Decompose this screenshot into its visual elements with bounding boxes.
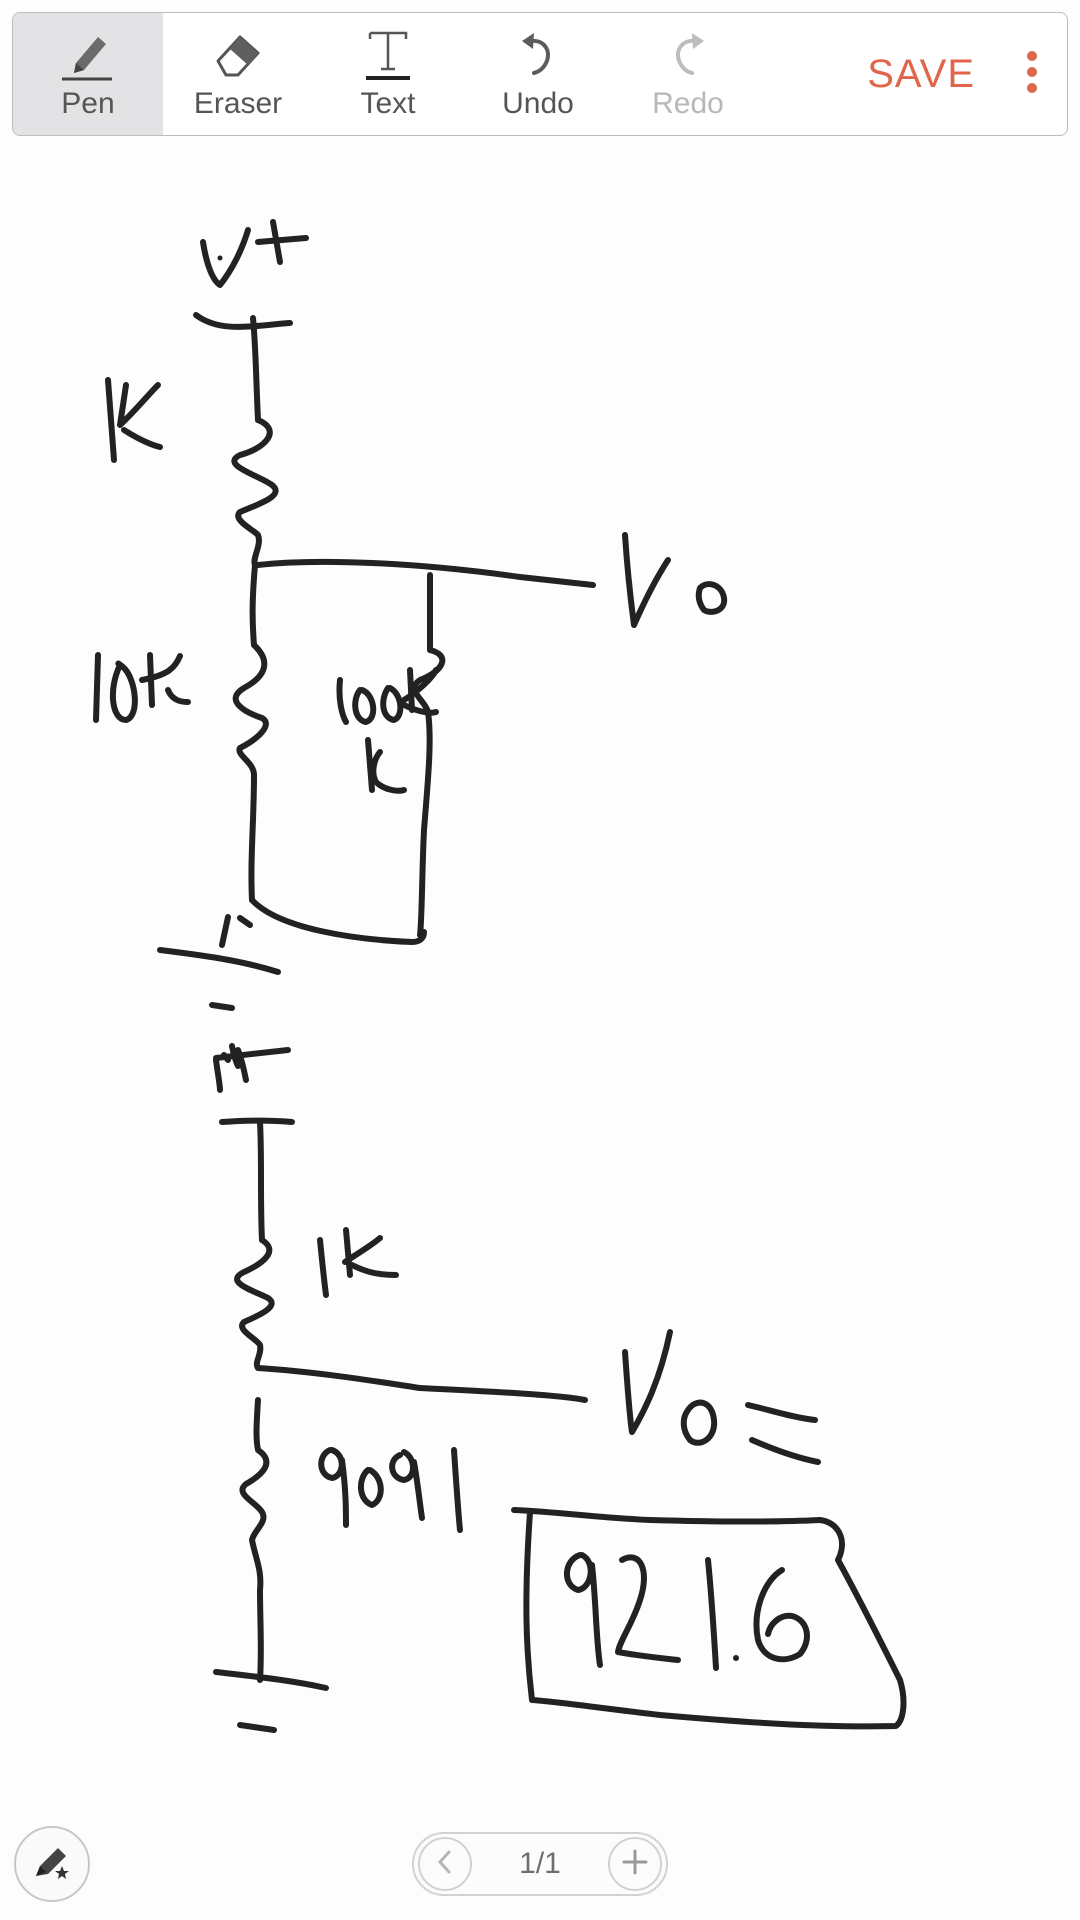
pen-tool-button[interactable]: Pen: [13, 13, 163, 135]
more-vert-icon: [1024, 50, 1040, 99]
page-indicator: 1/1: [519, 1847, 561, 1880]
save-button[interactable]: SAVE: [867, 51, 975, 96]
pen-star-icon: [28, 1838, 76, 1891]
chevron-left-icon: [434, 1848, 456, 1881]
toolbar-spacer: [763, 13, 845, 135]
drawing-canvas[interactable]: [0, 150, 1080, 1800]
pen-settings-button[interactable]: [14, 1826, 90, 1902]
eraser-tool-label: Eraser: [193, 87, 283, 120]
text-tool-button[interactable]: Text: [313, 13, 463, 135]
eraser-icon: [203, 27, 273, 83]
handwritten-drawing: [93, 219, 907, 1733]
previous-page-button[interactable]: [418, 1837, 472, 1891]
plus-icon: [621, 1848, 649, 1881]
redo-label: Redo: [652, 87, 724, 120]
redo-button[interactable]: Redo: [613, 13, 763, 135]
undo-label: Undo: [502, 87, 574, 120]
pen-icon: [53, 27, 123, 83]
text-tool-label: Text: [360, 87, 416, 120]
undo-button[interactable]: Undo: [463, 13, 613, 135]
more-options-button[interactable]: [997, 13, 1067, 135]
drawing-toolbar: Pen Eraser Text: [12, 12, 1068, 136]
page-navigator: 1/1: [412, 1832, 668, 1896]
undo-icon: [503, 27, 573, 83]
eraser-tool-button[interactable]: Eraser: [163, 13, 313, 135]
pen-tool-label: Pen: [61, 87, 115, 120]
redo-icon: [653, 27, 723, 83]
text-icon: [353, 27, 423, 83]
add-page-button[interactable]: [608, 1837, 662, 1891]
